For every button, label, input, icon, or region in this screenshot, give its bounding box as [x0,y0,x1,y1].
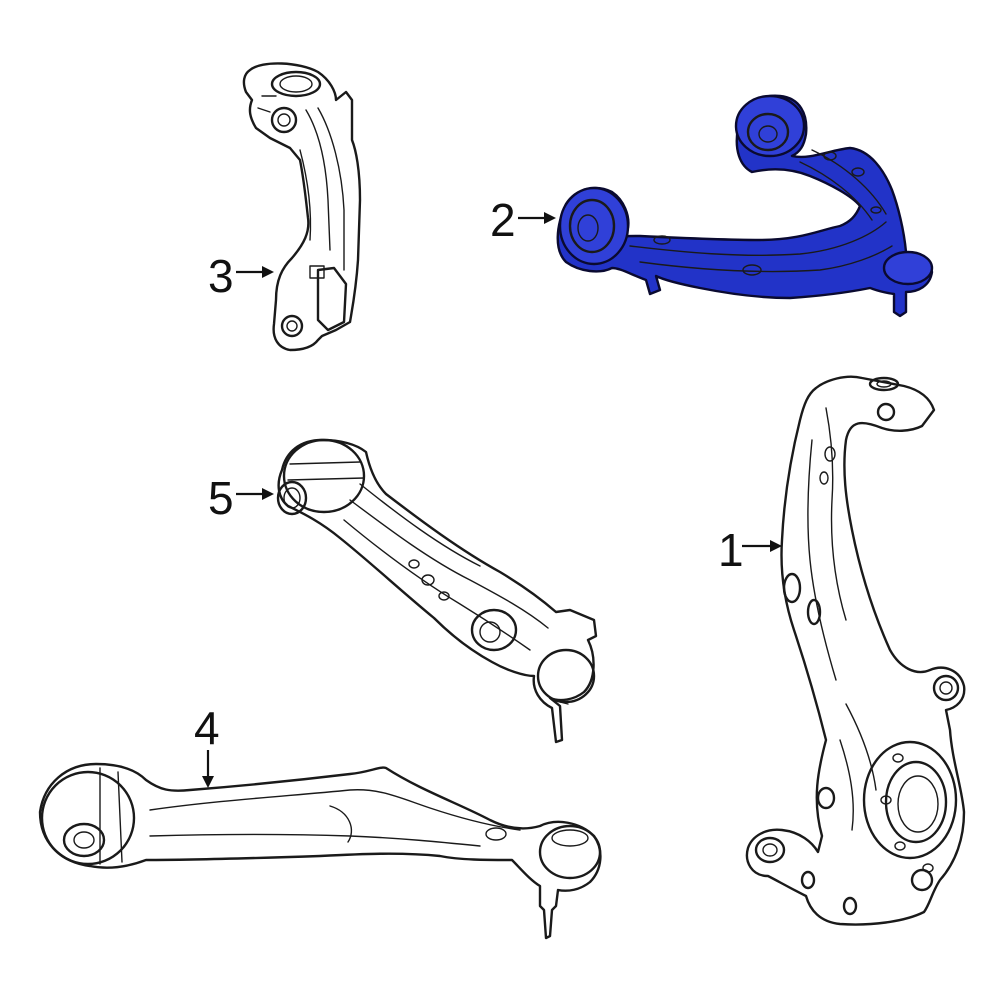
part-5-control-arm[interactable] [276,438,598,744]
callout-4-number: 4 [194,702,220,754]
callout-2-arrowhead [544,212,556,224]
callout-1-number: 1 [718,524,744,576]
part-2-upper-control-arm[interactable] [556,94,934,318]
callout-3-number: 3 [208,250,234,302]
callout-2: 2 [490,194,556,246]
part-1-steering-knuckle[interactable] [745,375,966,926]
callout-1: 1 [718,524,782,576]
callout-5-arrowhead [262,488,274,500]
callout-3: 3 [208,250,274,302]
part-3-bracket[interactable] [242,62,362,352]
callout-1-arrowhead [770,540,782,552]
callout-2-number: 2 [490,194,516,246]
callout-5-number: 5 [208,472,234,524]
part-4-lower-control-arm[interactable] [38,762,602,940]
callout-5: 5 [208,472,274,524]
callout-4-arrowhead [202,776,214,788]
callout-4: 4 [194,702,220,788]
callout-3-arrowhead [262,266,274,278]
